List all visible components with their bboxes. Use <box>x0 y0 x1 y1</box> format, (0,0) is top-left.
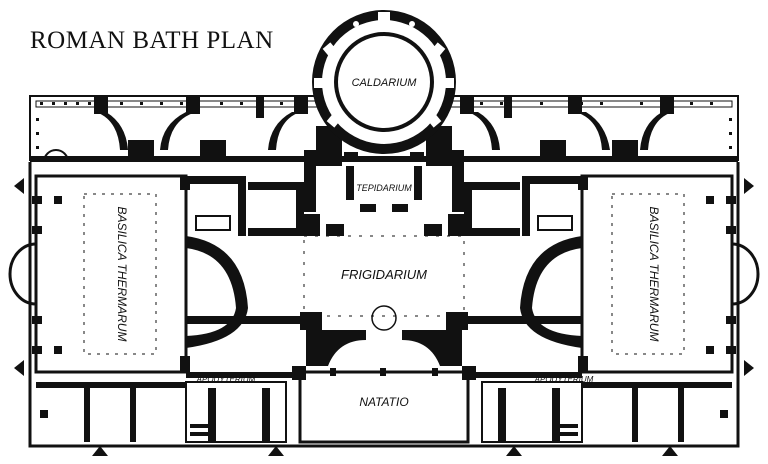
apodyterium-left-label: APODYTERIUM <box>196 375 256 384</box>
basilica-right-label: BASILICA THERMARUM <box>647 207 661 342</box>
plan-title: ROMAN BATH PLAN <box>30 27 274 54</box>
frigidarium-hall <box>300 214 468 331</box>
central-corridor-walls <box>304 150 464 212</box>
tepidarium-label: TEPIDARIUM <box>356 183 412 193</box>
basilica-left <box>8 174 190 374</box>
semicircle-niche <box>43 149 69 163</box>
apodyterium-right <box>481 381 583 443</box>
bottom-service-rooms <box>36 382 732 442</box>
frigidarium-label: FRIGIDARIUM <box>341 267 427 282</box>
basilica-right <box>578 174 760 374</box>
arched-chambers <box>292 330 476 380</box>
natatio-label: NATATIO <box>359 395 408 409</box>
caldarium-rotunda <box>312 10 456 154</box>
upper-wing-walls <box>30 96 738 166</box>
caldarium-label: CALDARIUM <box>352 77 418 89</box>
left-inner-rooms <box>186 176 304 378</box>
right-inner-rooms <box>464 176 582 378</box>
natatio-pool <box>298 368 470 444</box>
basilica-left-label: BASILICA THERMARUM <box>115 207 129 342</box>
apodyterium-right-label: APODYTERIUM <box>534 375 594 384</box>
upper-wing-dots <box>36 102 732 149</box>
apodyterium-left <box>185 381 287 443</box>
entrance-arrows <box>14 178 754 456</box>
